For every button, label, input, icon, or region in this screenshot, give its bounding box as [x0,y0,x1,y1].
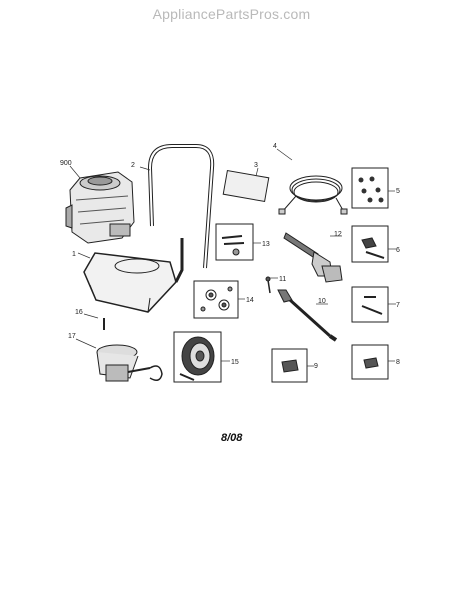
callout-13: 13 [262,241,270,248]
wheel-kit-14[interactable] [193,280,239,319]
callout-8: 8 [396,359,400,366]
callout-3: 3 [254,162,258,169]
pump-part[interactable] [96,344,163,382]
callout-15: 15 [231,359,239,366]
bolt-part[interactable] [267,279,271,294]
callout-2: 2 [131,162,135,169]
callout-5: 5 [396,188,400,195]
hardware-kit-9[interactable] [271,348,308,383]
spray-gun-part[interactable] [283,232,343,283]
callout-16: 16 [75,309,83,316]
callout-17: 17 [68,333,76,340]
decal-part[interactable] [222,169,270,203]
callout-6: 6 [396,247,400,254]
date-code: 8/08 [221,432,243,444]
callout-12: 12 [334,231,342,238]
callout-10: 10 [318,298,326,305]
hardware-kit-8[interactable] [351,344,389,380]
hardware-kit-5[interactable] [351,167,389,209]
engine-part[interactable] [65,171,135,244]
hardware-kit-6[interactable] [351,225,389,263]
hose-part[interactable] [278,175,348,215]
callout-11: 11 [279,276,286,283]
hardware-kit-7[interactable] [351,286,389,323]
callout-14: 14 [246,297,254,304]
wheel-part[interactable] [173,331,222,383]
callout-9: 9 [314,363,318,370]
callout-900: 900 [60,160,72,167]
watermark: AppliancePartsPros.com [152,6,311,22]
callout-1: 1 [72,251,76,258]
callout-7: 7 [396,302,400,309]
callout-4: 4 [273,143,277,150]
hardware-kit-13[interactable] [215,223,254,261]
frame-part[interactable] [83,238,184,313]
wand-part[interactable] [277,289,338,342]
